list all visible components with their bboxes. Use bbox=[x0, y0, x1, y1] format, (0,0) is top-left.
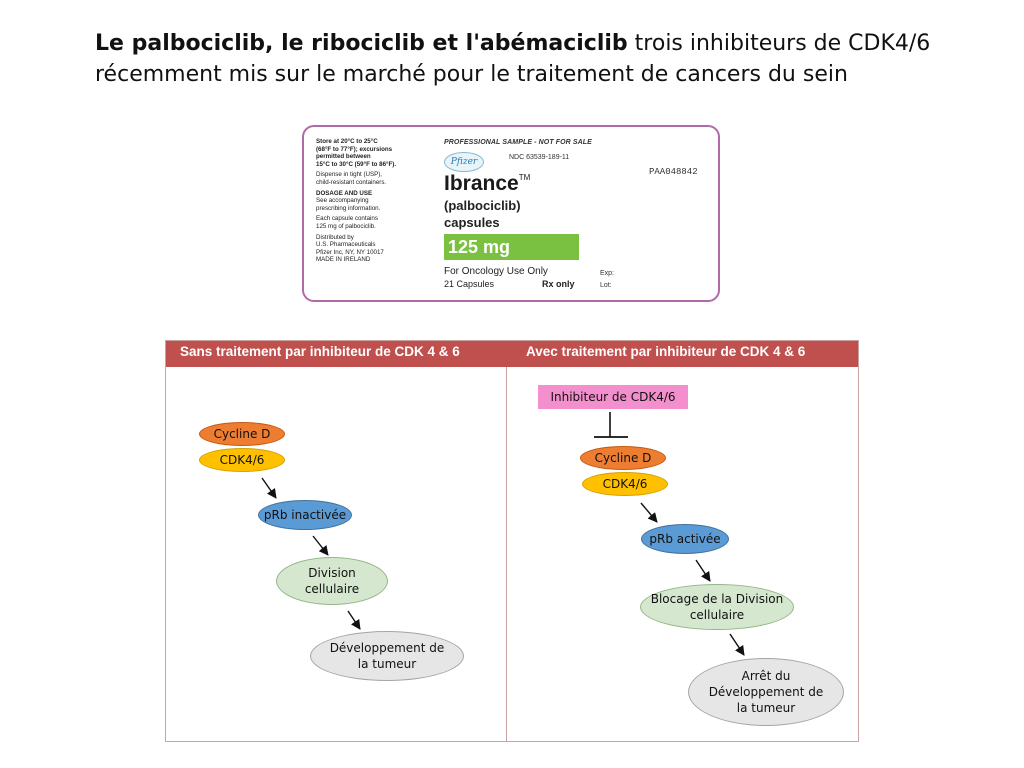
right-outcome-node: Arrêt du Développement de la tumeur bbox=[688, 658, 844, 726]
column-divider bbox=[506, 367, 507, 742]
inhibitor-box: Inhibiteur de CDK4/6 bbox=[538, 385, 688, 409]
table-header: Sans traitement par inhibiteur de CDK 4 … bbox=[166, 341, 858, 367]
label-sample-notice: PROFESSIONAL SAMPLE - NOT FOR SALE bbox=[444, 139, 592, 146]
label-code: PAA048842 bbox=[649, 167, 698, 177]
header-with-treatment: Avec traitement par inhibiteur de CDK 4 … bbox=[526, 344, 806, 359]
label-form: capsules bbox=[444, 215, 500, 230]
label-exp: Exp: bbox=[600, 270, 615, 277]
drug-label: Store at 20°C to 25°C (68°F to 77°F); ex… bbox=[302, 125, 720, 302]
label-storage-line: Store at 20°C to 25°C bbox=[316, 138, 378, 145]
left-division-node: Division cellulaire bbox=[276, 557, 388, 605]
pfizer-logo: Pfizer bbox=[444, 152, 484, 172]
label-storage-line: permitted between bbox=[316, 153, 371, 161]
trademark-mark: TM bbox=[518, 173, 531, 182]
right-division-node: Blocage de la Division cellulaire bbox=[640, 584, 794, 630]
header-without-treatment: Sans traitement par inhibiteur de CDK 4 … bbox=[180, 344, 460, 359]
label-distributor-line: MADE IN IRELAND bbox=[316, 256, 371, 264]
label-storage-info: Store at 20°C to 25°C (68°F to 77°F); ex… bbox=[316, 138, 438, 264]
right-cdk-node: CDK4/6 bbox=[582, 472, 668, 496]
right-cycline-node: Cycline D bbox=[580, 446, 666, 470]
label-dose: 125 mg bbox=[444, 234, 579, 260]
label-distributor-line: Distributed by bbox=[316, 233, 354, 241]
label-lot: Lot: bbox=[600, 282, 612, 289]
label-contains-line: Each capsule contains bbox=[316, 215, 378, 223]
label-brand: IbranceTM bbox=[444, 172, 530, 196]
label-generic: (palbociclib) bbox=[444, 198, 521, 213]
label-brand-name: Ibrance bbox=[444, 172, 519, 195]
left-cdk-node: CDK4/6 bbox=[199, 448, 285, 472]
left-cycline-node: Cycline D bbox=[199, 422, 285, 446]
label-distributor-line: U.S. Pharmaceuticals bbox=[316, 241, 376, 249]
slide-title: Le palbociclib, le ribociclib et l'abéma… bbox=[95, 28, 975, 90]
left-prb-node: pRb inactivée bbox=[258, 500, 352, 530]
label-storage-line: (68°F to 77°F); excursions bbox=[316, 145, 393, 153]
label-ndc: NDC 63539-189-11 bbox=[509, 154, 570, 161]
label-rx: Rx only bbox=[542, 279, 575, 289]
label-dosage-line: See accompanying bbox=[316, 197, 369, 205]
right-prb-node: pRb activée bbox=[641, 524, 729, 554]
label-distributor-line: Pfizer Inc, NY, NY 10017 bbox=[316, 248, 384, 256]
label-dispense-line: Dispense in tight (USP), bbox=[316, 171, 383, 179]
label-dosage-heading: DOSAGE AND USE bbox=[316, 189, 373, 197]
label-contains-line: 125 mg of palbociclib. bbox=[316, 222, 376, 230]
title-description: trois inhibiteurs de CDK4/6 récemment mi… bbox=[95, 31, 931, 87]
label-dispense-line: child-resistant containers. bbox=[316, 178, 387, 186]
label-dosage-line: prescribing information. bbox=[316, 204, 381, 212]
label-count: 21 Capsules bbox=[444, 279, 495, 289]
left-outcome-node: Développement de la tumeur bbox=[310, 631, 464, 681]
label-use: For Oncology Use Only bbox=[444, 266, 548, 277]
title-drug-names: Le palbociclib, le ribociclib et l'abéma… bbox=[95, 31, 628, 56]
label-storage-line: 15°C to 30°C (59°F to 86°F). bbox=[316, 160, 397, 168]
